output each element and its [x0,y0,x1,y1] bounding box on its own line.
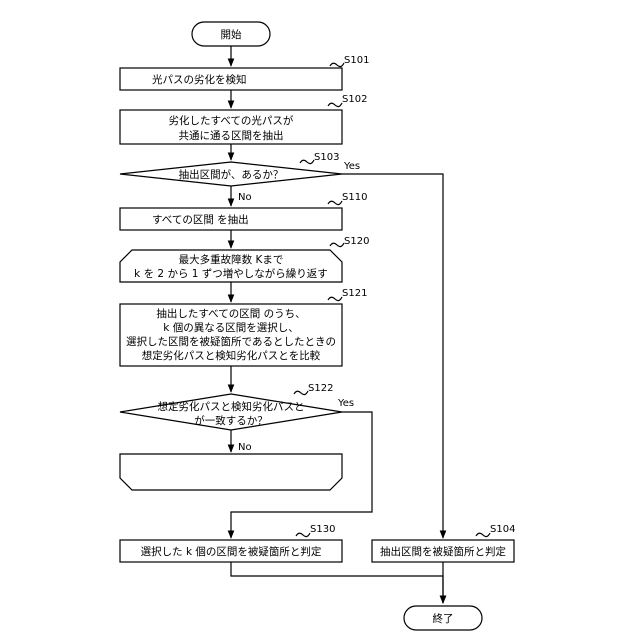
s121-line-1: 抽出したすべての区間 のうち、 [156,307,305,320]
s121-line-4: 想定劣化パスと検知劣化パスとを比較 [142,349,321,362]
end-text: 終了 [433,612,454,625]
step-s121: 抽出したすべての区間 のうち、 k 個の異なる区間を選択し、 選択した区間を被疑… [120,288,367,366]
s102-label: S102 [342,94,367,105]
loop-s120: 最大多重故障数 Kまで k を 2 から 1 ずつ増やしながら繰り返す S120 [120,236,369,282]
s122-no: No [238,442,252,453]
s130-leader [296,533,310,537]
s120-line-2: k を 2 から 1 ずつ増やしながら繰り返す [134,267,328,280]
s121-line-3: 選択した区間を被疑箇所であるとしたときの [126,335,336,348]
loop-end [120,454,342,490]
s121-line-2: k 個の異なる区間を選択し、 [163,321,298,334]
start-terminal: 開始 [192,22,270,46]
decision-s122: 想定劣化パスと検知劣化パスと が一致するか？ S122 Yes No [120,383,354,453]
s103-no: No [238,192,252,203]
s110-label: S110 [342,192,367,203]
s121-leader [328,297,342,301]
s103-yes: Yes [343,161,360,172]
s104-text: 抽出区間を被疑箇所と判定 [380,545,506,558]
s122-line-2: が一致するか？ [194,414,268,427]
s101-leader [330,63,344,67]
s104-leader [476,533,490,537]
s103-leader [300,160,314,164]
s130-label: S130 [310,524,335,535]
s102-leader [328,103,342,107]
s122-line-1: 想定劣化パスと検知劣化パスと [158,400,305,413]
s110-text: すべての区間 を抽出 [152,213,249,226]
s121-label: S121 [342,288,367,299]
s101-text: 光パスの劣化を検知 [152,73,247,86]
s122-yes: Yes [337,398,354,409]
s120-line-1: 最大多重故障数 Kまで [179,253,284,266]
s101-label: S101 [344,55,369,66]
s130-text: 選択した k 個の区間を被疑箇所と判定 [141,545,322,558]
step-s101: 光パスの劣化を検知 S101 [120,55,369,90]
s120-leader [330,243,344,247]
s120-label: S120 [344,236,369,247]
end-terminal: 終了 [404,606,482,630]
s104-label: S104 [490,524,515,535]
s103-text: 抽出区間が、あるか？ [179,168,284,181]
s110-leader [328,201,342,205]
s103-label: S103 [314,152,339,163]
s122-leader [294,391,308,395]
s122-label: S122 [308,383,333,394]
s102-line-1: 劣化したすべての光パスが [169,114,294,127]
decision-s103: 抽出区間が、あるか？ S103 Yes No [120,152,360,203]
start-text: 開始 [221,28,242,41]
step-s102: 劣化したすべての光パスが 共通に通る区間を抽出 S102 [120,94,367,144]
step-s104: 抽出区間を被疑箇所と判定 S104 [372,524,515,562]
s102-line-2: 共通に通る区間を抽出 [179,129,284,142]
